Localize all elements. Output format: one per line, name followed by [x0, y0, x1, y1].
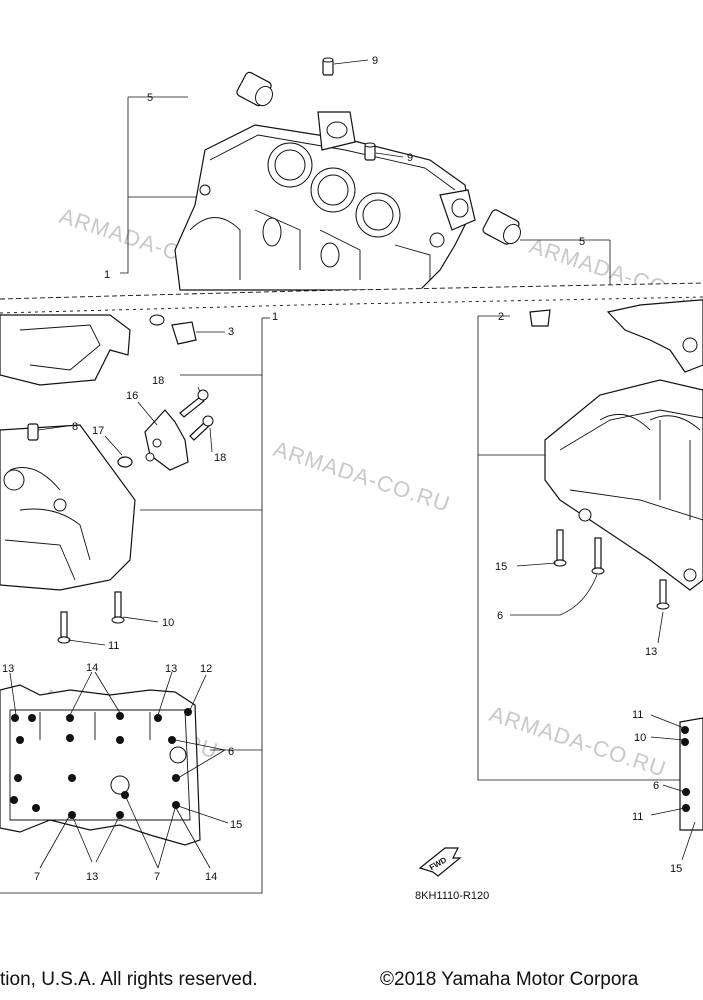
upper-crankcase: [174, 124, 471, 291]
dowel-pin-part-9: [322, 57, 404, 161]
copyright-right: ©2018 Yamaha Motor Corpora: [380, 969, 639, 990]
callout-6: 6: [497, 610, 503, 622]
callout-10: 10: [634, 732, 646, 744]
dowel-pin-part-8: [27, 423, 69, 441]
front-direction-arrow: FWD: [418, 847, 462, 877]
callout-6: 6: [228, 746, 234, 758]
lower-crankcase-left: [0, 314, 136, 591]
callout-1: 1: [272, 311, 278, 323]
callout-18: 18: [214, 452, 226, 464]
callout-12: 12: [200, 663, 212, 675]
lower-crankcase-bottom-view: [0, 671, 229, 869]
callout-13: 13: [2, 663, 14, 675]
bushing-part-5: [236, 71, 521, 245]
plug-part-3: [149, 314, 225, 345]
bracket-part-16: [104, 386, 214, 471]
lower-crankcase-right: [529, 299, 703, 591]
callout-1: 1: [104, 269, 110, 281]
page-separator: [0, 282, 703, 314]
callout-7: 7: [154, 871, 160, 883]
callout-13: 13: [645, 646, 657, 658]
copyright-left: tion, U.S.A. All rights reserved.: [0, 969, 258, 990]
callout-8: 8: [72, 421, 78, 433]
callout-13: 13: [165, 663, 177, 675]
copyright-footer: tion, U.S.A. All rights reserved. ©2018 …: [0, 965, 703, 1000]
callout-9: 9: [407, 152, 413, 164]
callout-5: 5: [579, 236, 585, 248]
lower-crankcase-bottom-view-right: [650, 714, 703, 861]
callout-13: 13: [86, 871, 98, 883]
callout-14: 14: [205, 871, 217, 883]
callout-15: 15: [670, 863, 682, 875]
callout-15: 15: [495, 561, 507, 573]
bracket-lines: [0, 96, 703, 894]
callout-2: 2: [498, 311, 504, 323]
callout-5: 5: [147, 92, 153, 104]
o-ring-part-17: [117, 456, 133, 468]
callout-11: 11: [632, 709, 643, 721]
callout-17: 17: [92, 425, 104, 437]
callout-9: 9: [372, 55, 378, 67]
callout-6: 6: [653, 780, 659, 792]
callout-11: 11: [108, 640, 119, 652]
callout-18: 18: [152, 375, 164, 387]
callout-10: 10: [162, 617, 174, 629]
callout-7: 7: [34, 871, 40, 883]
bolt-part-6-13-15-right: [510, 529, 670, 644]
bolt-part-10-11-left: [57, 591, 159, 646]
diagram-code: 8KH1110-R120: [415, 890, 489, 902]
callout-11: 11: [632, 811, 643, 823]
callout-14: 14: [86, 662, 98, 674]
watermark: ARMADA-CO.RU: [270, 436, 453, 517]
callout-3: 3: [228, 326, 234, 338]
callout-labels: 1 1 2 3 5 5 6 6 6 7 7 8 9 9 10 10 11 11 …: [2, 55, 682, 902]
callout-16: 16: [126, 390, 138, 402]
callout-15: 15: [230, 819, 242, 831]
